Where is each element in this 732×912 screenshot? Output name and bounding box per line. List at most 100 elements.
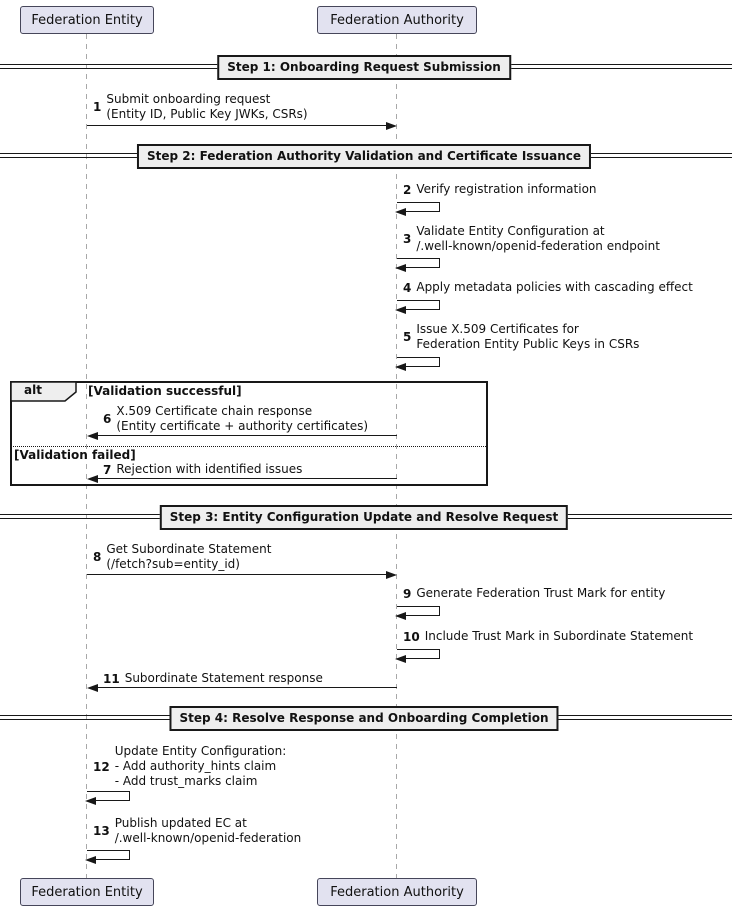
message-text: Submit onboarding request (Entity ID, Pu… [106,92,308,121]
message-12-selfloop [129,791,131,801]
message-number: 12 [93,759,110,774]
arrowhead-left-icon [87,684,98,692]
arrowhead-right-icon [386,571,397,579]
alt-frame [10,381,488,486]
message-3-selfloop [397,258,440,260]
message-text: Apply metadata policies with cascading e… [416,280,693,294]
message-6-arrow [96,435,397,437]
message-9-label: 9 Generate Federation Trust Mark for ent… [403,586,665,601]
message-number: 9 [403,586,412,601]
message-number: 3 [403,232,412,246]
message-13-selfloop [87,850,130,852]
arrowhead-left-icon [395,363,406,371]
message-text: X.509 Certificate chain response (Entity… [116,404,369,433]
message-4-selfloop [405,309,440,311]
message-10-selfloop [397,649,440,651]
divider-label: Step 2: Federation Authority Validation … [146,149,582,163]
arrowhead-right-icon [386,122,397,130]
message-5-selfloop [439,357,441,367]
arrowhead-left-icon [395,208,406,216]
message-13-label: 13 Publish updated EC at /.well-known/op… [93,816,301,846]
divider-step-1: Step 1: Onboarding Request Submission [217,55,511,80]
message-10-label: 10 Include Trust Mark in Subordinate Sta… [403,629,693,644]
message-number: 7 [103,462,112,477]
message-4-selfloop [439,300,441,310]
message-1-arrow [87,125,388,127]
participant-federation-authority-top: Federation Authority [317,6,477,34]
participant-label: Federation Entity [31,884,143,900]
message-number: 1 [93,100,102,114]
alt-frame-divider [10,446,488,447]
participant-federation-entity-top: Federation Entity [20,6,154,34]
message-number: 11 [103,671,120,686]
participant-federation-entity-bottom: Federation Entity [20,878,154,906]
participant-federation-authority-bottom: Federation Authority [317,878,477,906]
divider-label: Step 4: Resolve Response and Onboarding … [179,711,549,725]
message-2-selfloop [439,202,441,212]
message-2-selfloop [405,211,440,213]
arrowhead-left-icon [395,612,406,620]
message-number: 4 [403,280,412,295]
divider-step-4: Step 4: Resolve Response and Onboarding … [169,706,559,731]
message-13-selfloop [129,850,131,860]
message-text: Validate Entity Configuration at /.well-… [416,224,660,253]
message-text: Subordinate Statement response [124,671,323,685]
message-7-arrow [96,478,397,480]
message-text: Publish updated EC at /.well-known/openi… [114,816,302,845]
message-10-selfloop [439,649,441,659]
message-2-label: 2 Verify registration information [403,182,597,197]
message-3-label: 3 Validate Entity Configuration at /.wel… [403,224,660,254]
message-number: 2 [403,182,412,197]
message-number: 5 [403,330,412,344]
message-9-selfloop [439,606,441,616]
message-5-label: 5 Issue X.509 Certificates for Federatio… [403,322,639,352]
divider-step-2: Step 2: Federation Authority Validation … [136,144,592,169]
message-6-label: 6 X.509 Certificate chain response (Enti… [103,404,368,434]
alt-guard-success: [Validation successful] [88,384,242,398]
message-2-selfloop [397,202,440,204]
message-number: 8 [93,550,102,564]
message-3-selfloop [405,267,440,269]
message-8-arrow [87,574,388,576]
message-5-selfloop [405,366,440,368]
message-3-selfloop [439,258,441,268]
arrowhead-left-icon [395,264,406,272]
message-8-label: 8 Get Subordinate Statement (/fetch?sub=… [93,542,271,572]
alt-operator-pentagon [10,381,77,402]
divider-label: Step 3: Entity Configuration Update and … [169,510,559,524]
arrowhead-left-icon [85,856,96,864]
message-number: 10 [403,629,420,644]
message-12-label: 12 Update Entity Configuration: - Add au… [93,744,286,789]
message-4-selfloop [397,300,440,302]
message-12-selfloop [87,791,130,793]
arrowhead-left-icon [395,655,406,663]
lifeline-federation-authority [396,34,398,878]
message-number: 13 [93,824,110,838]
message-13-selfloop [95,859,130,861]
arrowhead-left-icon [87,432,98,440]
message-text: Rejection with identified issues [116,462,303,476]
message-9-selfloop [405,615,440,617]
message-11-label: 11 Subordinate Statement response [103,671,323,686]
message-text: Generate Federation Trust Mark for entit… [416,586,666,600]
message-10-selfloop [405,658,440,660]
message-text: Update Entity Configuration: - Add autho… [114,744,287,788]
divider-label: Step 1: Onboarding Request Submission [227,60,501,74]
message-11-arrow [96,687,397,689]
arrowhead-left-icon [87,475,98,483]
alt-operator-label: alt [24,383,42,397]
participant-label: Federation Authority [330,884,464,900]
message-text: Issue X.509 Certificates for Federation … [416,322,640,351]
arrowhead-left-icon [85,797,96,805]
arrowhead-left-icon [395,306,406,314]
message-9-selfloop [397,606,440,608]
message-1-label: 1 Submit onboarding request (Entity ID, … [93,92,308,122]
participant-label: Federation Authority [330,12,464,28]
message-number: 6 [103,412,112,426]
participant-label: Federation Entity [31,12,143,28]
message-text: Verify registration information [416,182,597,196]
message-text: Get Subordinate Statement (/fetch?sub=en… [106,542,272,571]
message-7-label: 7 Rejection with identified issues [103,462,302,477]
lifeline-federation-entity [86,34,88,878]
